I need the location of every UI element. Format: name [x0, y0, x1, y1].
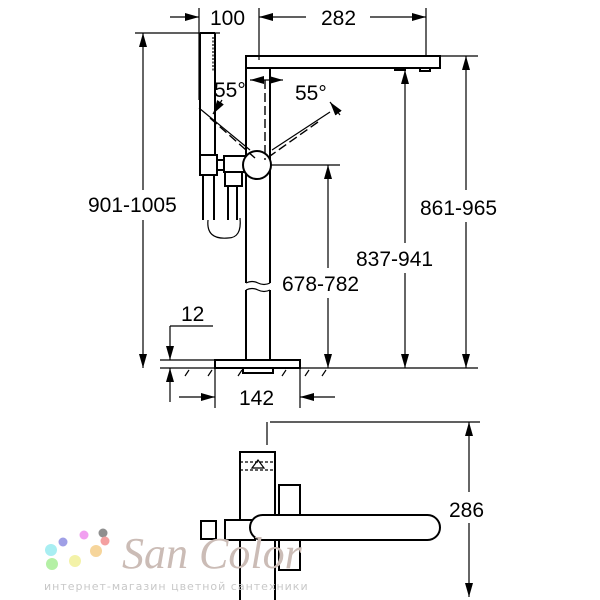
handle-plan	[249, 514, 441, 541]
swivel-right-label: 55°	[295, 82, 327, 105]
mixer-knob	[242, 150, 272, 180]
plan-view: 286	[200, 421, 484, 600]
watermark-dot	[90, 545, 102, 557]
dim-901-1005: 901-1005	[88, 194, 177, 217]
swivel-left-label: 55°	[214, 79, 246, 102]
watermark-dot	[100, 536, 110, 546]
watermark-dot	[45, 544, 57, 556]
dim-282: 282	[321, 7, 356, 30]
watermark-logo: San Color интернет-магазин цветной санте…	[44, 528, 309, 593]
dim-837-941: 837-941	[356, 248, 433, 271]
dim-142: 142	[239, 387, 274, 410]
watermark-tagline: интернет-магазин цветной сантехники	[44, 580, 309, 593]
dim-100: 100	[210, 7, 245, 30]
dim-12: 12	[181, 303, 204, 326]
watermark-dot	[79, 530, 89, 540]
watermark-brand: San Color	[122, 529, 303, 578]
hand-shower-connector	[200, 520, 217, 540]
watermark-dot	[98, 528, 108, 538]
dim-678-782: 678-782	[282, 273, 359, 296]
side-view: 55° 55° 100 282 901-1005 861-965 837-941…	[88, 7, 497, 410]
watermark-dot	[58, 537, 68, 547]
spout	[245, 55, 441, 69]
dim-286: 286	[449, 499, 484, 522]
watermark-dot	[46, 558, 58, 570]
watermark-dot	[69, 555, 81, 567]
dim-861-965: 861-965	[420, 197, 497, 220]
base-plate	[214, 359, 301, 369]
